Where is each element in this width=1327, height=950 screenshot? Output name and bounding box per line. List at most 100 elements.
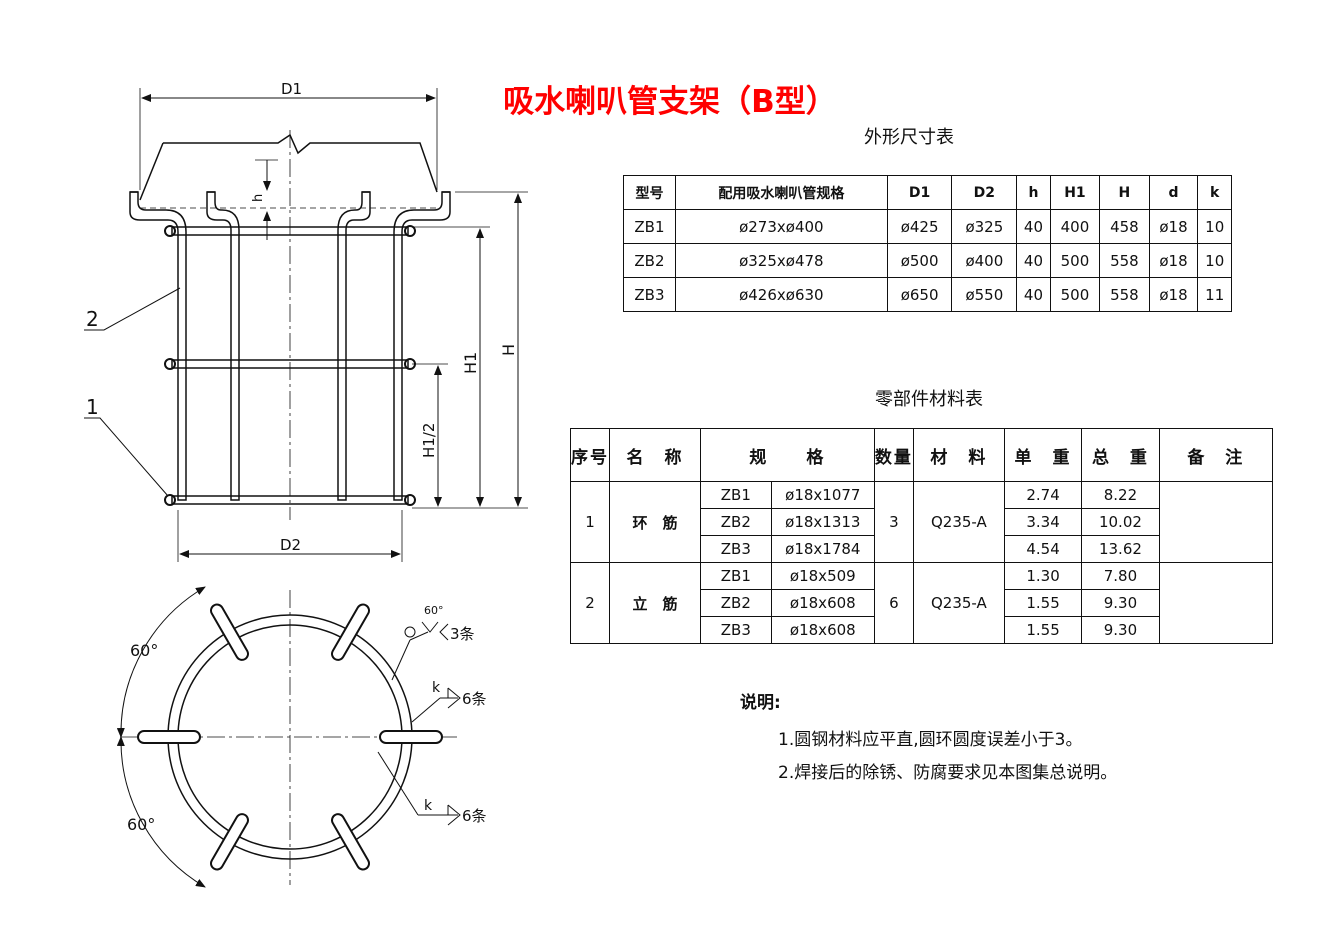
quantity-cell: 3	[873, 481, 914, 563]
bell-mouth-outline	[163, 133, 438, 193]
model-cell: ZB1	[699, 562, 772, 590]
table-cell: 40	[1016, 277, 1051, 312]
table-cell: ZB2	[623, 243, 676, 278]
spec-cell: ø18x1313	[770, 508, 875, 536]
total-weight-cell: 13.62	[1081, 535, 1160, 563]
leader-part2	[84, 287, 181, 331]
column-header: 配用吸水喇叭管规格	[674, 175, 888, 210]
angle-bottom-label: 60°	[127, 815, 155, 834]
column-header: H	[1099, 175, 1150, 210]
table-cell: ø400	[951, 243, 1018, 278]
column-header: 总 重	[1081, 428, 1160, 482]
table-cell: ZB1	[623, 209, 676, 244]
weld-leader-1	[391, 639, 411, 681]
column-header: D2	[951, 175, 1018, 210]
hook-bar-left-inner	[206, 191, 240, 501]
notes: 说明: 1.圆钢材料应平直,圆环圆度误差小于3。 2.焊接后的除锈、防腐要求见本…	[740, 688, 1117, 791]
table-cell: 500	[1049, 277, 1101, 312]
column-header: H1	[1049, 175, 1101, 210]
h-label: h	[251, 194, 266, 202]
page-title: 吸水喇叭管支架（B型）	[503, 84, 837, 120]
table-cell: ø426xø630	[674, 277, 888, 312]
column-header: 备 注	[1158, 428, 1274, 482]
angle-top-label: 60°	[130, 641, 158, 660]
item-number: 1	[570, 481, 610, 563]
unit-weight-cell: 1.30	[1003, 562, 1083, 590]
note-item: 1.圆钢材料应平直,圆环圆度误差小于3。	[778, 730, 1083, 750]
weld-leader-3	[377, 751, 419, 816]
h1-half-label: H1/2	[420, 423, 438, 458]
model-cell: ZB1	[699, 481, 772, 509]
total-weight-cell: 9.30	[1081, 589, 1160, 617]
h-total-label: H	[499, 344, 518, 356]
spec-cell: ø18x509	[770, 562, 875, 590]
column-header: 名 称	[609, 428, 701, 482]
remark-cell	[1158, 481, 1274, 563]
spec-cell: ø18x1077	[770, 481, 875, 509]
ring-bar-middle	[171, 359, 409, 369]
callout-part1: 1	[86, 395, 99, 419]
table-cell: 500	[1049, 243, 1101, 278]
elevation-view	[84, 88, 528, 562]
h1-label: H1	[461, 352, 480, 374]
total-weight-cell: 7.80	[1081, 562, 1160, 590]
spec-cell: ø18x1784	[770, 535, 875, 563]
material-cell: Q235-A	[912, 562, 1005, 644]
column-header: 数量	[873, 428, 914, 482]
d2-label: D2	[280, 536, 301, 554]
table-cell: 458	[1099, 209, 1150, 244]
ring-bar-bottom	[171, 495, 409, 505]
table-cell: ø325	[951, 209, 1018, 244]
table-cell: 40	[1016, 209, 1051, 244]
column-header: h	[1016, 175, 1051, 210]
table-cell: ZB3	[623, 277, 676, 312]
weld-count-6b: 6条	[462, 807, 487, 825]
notes-heading: 说明:	[740, 693, 781, 713]
table-cell: ø325xø478	[674, 243, 888, 278]
model-cell: ZB2	[699, 589, 772, 617]
column-header: 单 重	[1003, 428, 1083, 482]
part-name: 环 筋	[609, 481, 701, 563]
callout-part2: 2	[86, 307, 99, 331]
unit-weight-cell: 1.55	[1003, 589, 1083, 617]
model-cell: ZB2	[699, 508, 772, 536]
vertical-bar-stub	[210, 813, 249, 871]
leader-part1	[84, 417, 169, 497]
table-cell: ø650	[886, 277, 953, 312]
table-cell: 11	[1197, 277, 1232, 312]
table-cell: ø425	[886, 209, 953, 244]
table-cell: 10	[1197, 243, 1232, 278]
weld-leader-2	[411, 697, 441, 723]
d1-label: D1	[281, 80, 302, 98]
weld-count-3: 3条	[450, 625, 475, 643]
column-header: d	[1148, 175, 1199, 210]
total-weight-cell: 9.30	[1081, 616, 1160, 644]
table-cell: ø18	[1148, 243, 1199, 278]
angle-arc-top	[116, 586, 206, 738]
note-item: 2.焊接后的除锈、防腐要求见本图集总说明。	[778, 763, 1118, 783]
table-cell: 558	[1099, 277, 1150, 312]
column-header: D1	[886, 175, 953, 210]
table-cell: 40	[1016, 243, 1051, 278]
vertical-bar-stub	[379, 730, 443, 744]
unit-weight-cell: 4.54	[1003, 535, 1083, 563]
model-cell: ZB3	[699, 535, 772, 563]
column-header: 型号	[623, 175, 676, 210]
vertical-bar-stub	[137, 730, 201, 744]
quantity-cell: 6	[873, 562, 914, 644]
vertical-bar-stub	[210, 603, 249, 661]
vertical-bar-stub	[331, 813, 370, 871]
table-cell: 10	[1197, 209, 1232, 244]
weld-count-6a: 6条	[462, 690, 487, 708]
dim-table-caption: 外形尺寸表	[864, 127, 954, 148]
unit-weight-cell: 2.74	[1003, 481, 1083, 509]
